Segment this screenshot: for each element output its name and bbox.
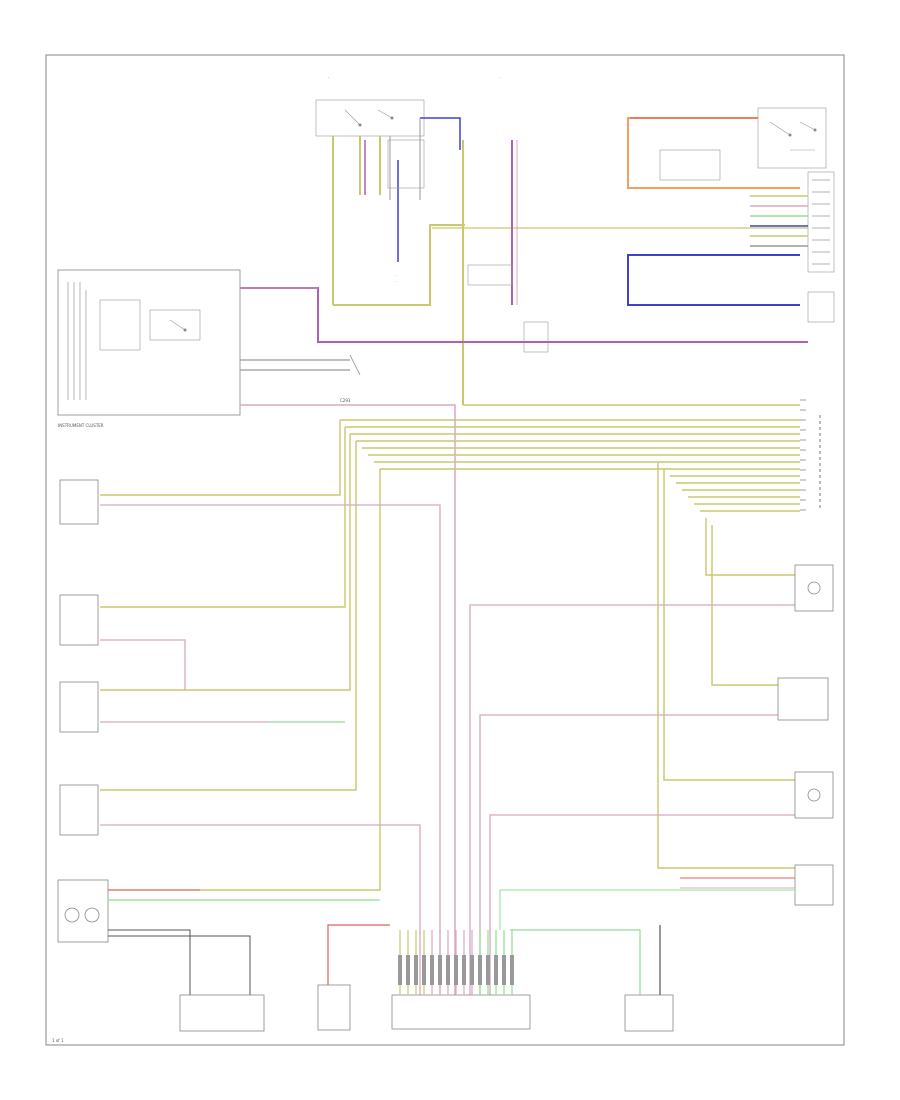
bus-end-pins — [800, 399, 806, 511]
instrument-cluster-label: INSTRUMENT CLUSTER — [58, 423, 104, 428]
top-right-relay — [432, 107, 835, 323]
bottom-connectors — [317, 889, 795, 1032]
page-frame — [45, 54, 845, 1046]
cluster-connector-label: C293 — [340, 398, 351, 403]
right-components — [680, 564, 834, 906]
main-bus — [100, 404, 800, 891]
svg-text:.: . — [500, 74, 501, 79]
center-trunks — [462, 140, 549, 405]
left-components — [57, 479, 380, 1032]
page-code: 1 of 1 — [52, 1038, 64, 1043]
lamp-bulb-icon — [807, 581, 821, 595]
svg-text:.: . — [396, 272, 397, 277]
pink-drops — [100, 504, 800, 1000]
instrument-cluster: INSTRUMENT CLUSTER C293 — [57, 269, 808, 1000]
top-relay-area: . . . . — [315, 74, 501, 306]
svg-text:.: . — [328, 74, 329, 79]
svg-text:.: . — [396, 278, 397, 283]
